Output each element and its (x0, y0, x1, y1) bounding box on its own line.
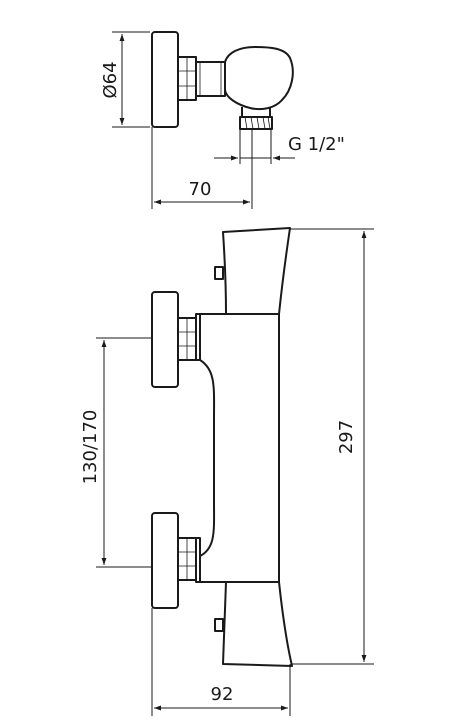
spacing-label: 130/170 (80, 410, 101, 485)
lower-handle-knob (214, 618, 224, 632)
lower-wall-cap (151, 512, 179, 609)
connector-body (195, 61, 226, 97)
top-view: Ø64 G 1/2" 70 (100, 31, 345, 209)
main-body (199, 313, 280, 583)
thread-label: G 1/2" (288, 134, 345, 155)
depth-label: 70 (189, 179, 212, 200)
width-label: 92 (211, 684, 234, 705)
upper-handle (222, 227, 291, 315)
diameter-label: Ø64 (100, 61, 121, 98)
front-view: 297 130/170 92 (80, 227, 374, 716)
lower-handle (222, 581, 293, 667)
upper-wall-cap (151, 291, 179, 388)
valve-body (224, 46, 294, 111)
thread-outlet (239, 116, 273, 130)
height-label: 297 (336, 420, 357, 454)
wall-cap (151, 31, 179, 128)
upper-handle-knob (214, 266, 224, 280)
